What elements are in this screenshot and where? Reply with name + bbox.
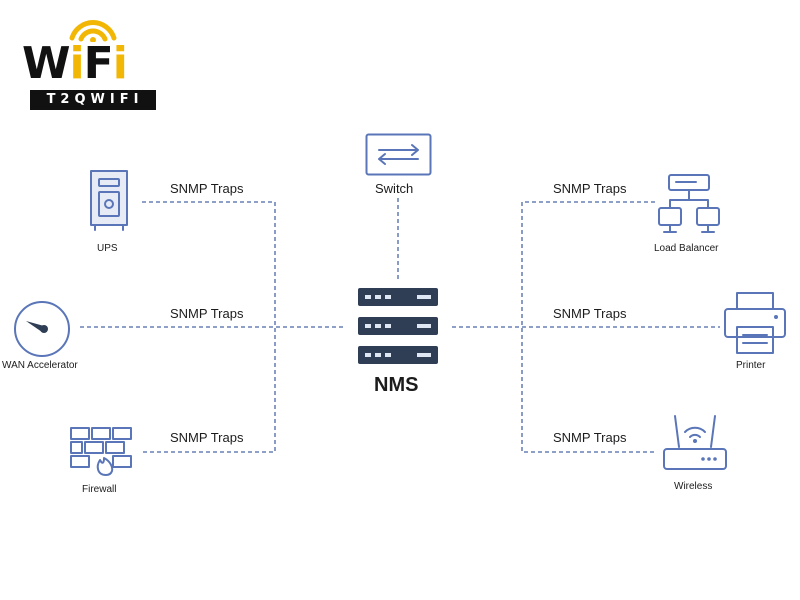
snmp-trap-label-load-balancer: SNMP Traps [553, 181, 627, 196]
snmp-trap-label-wireless: SNMP Traps [553, 430, 627, 445]
nms-server-icon [358, 288, 438, 364]
load-balancer-icon [658, 174, 720, 233]
snmp-trap-label-firewall: SNMP Traps [170, 430, 244, 445]
logo: WiFi T2QWIFI [18, 12, 156, 110]
printer-label: Printer [736, 360, 766, 371]
logo-wordmark: WiFi [22, 38, 128, 89]
snmp-trap-label-ups: SNMP Traps [170, 181, 244, 196]
snmp-trap-label-wan: SNMP Traps [170, 306, 244, 321]
gauge-icon [14, 301, 70, 357]
switch-icon [365, 133, 432, 176]
logo-tagline: T2QWIFI [30, 90, 156, 110]
ups-label: UPS [97, 243, 118, 254]
firewall-icon [70, 427, 132, 476]
wifi-signal-icon [69, 20, 117, 42]
switch-label: Switch [375, 181, 414, 196]
nms-label: NMS [374, 374, 419, 396]
ups-icon [90, 170, 128, 231]
right-connectors [452, 201, 720, 453]
firewall-label: Firewall [82, 484, 117, 495]
wan-accelerator-label: WAN Accelerator [2, 360, 78, 371]
snmp-trap-label-printer: SNMP Traps [553, 306, 627, 321]
wireless-label: Wireless [674, 481, 713, 492]
load-balancer-label: Load Balancer [654, 243, 719, 254]
printer-icon [724, 292, 786, 354]
left-connectors [80, 201, 345, 453]
wireless-router-icon [663, 415, 727, 470]
